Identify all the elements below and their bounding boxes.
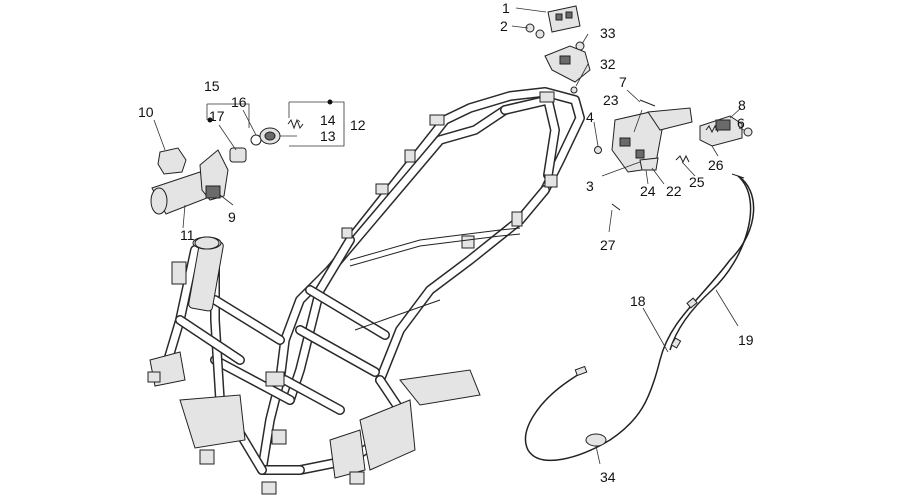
callout-25: 25	[689, 174, 705, 190]
callout-9: 9	[228, 209, 236, 225]
callout-12: 12	[350, 117, 366, 133]
saddle-lock-mechanism	[594, 99, 753, 211]
callout-33: 33	[600, 25, 616, 41]
callout-24: 24	[640, 183, 656, 199]
callout-10: 10	[138, 104, 154, 120]
callout-labels: 1 2 3 4 6 7 8 9 10 11 12 13 14 15 16 17 …	[138, 0, 754, 485]
callout-18: 18	[630, 293, 646, 309]
callout-13: 13	[320, 128, 336, 144]
callout-15: 15	[204, 78, 220, 94]
callout-1: 1	[502, 0, 510, 16]
callout-23: 23	[603, 92, 619, 108]
seat-lock-parts	[525, 5, 591, 94]
scooter-frame	[147, 87, 585, 495]
callout-22: 22	[666, 183, 682, 199]
callout-2: 2	[500, 18, 508, 34]
callout-16: 16	[231, 94, 247, 110]
callout-6: 6	[737, 115, 745, 131]
callout-4: 4	[586, 109, 594, 125]
callout-19: 19	[738, 332, 754, 348]
callout-26: 26	[708, 157, 724, 173]
callout-8: 8	[738, 97, 746, 113]
callout-17: 17	[209, 108, 225, 124]
callout-7: 7	[619, 74, 627, 90]
callout-27: 27	[600, 237, 616, 253]
callout-leaders	[153, 7, 745, 465]
callout-32: 32	[600, 56, 616, 72]
callout-14: 14	[320, 112, 336, 128]
callout-11: 11	[180, 227, 195, 243]
callout-34: 34	[600, 469, 616, 485]
steering-lock-group	[150, 99, 345, 250]
callout-3: 3	[586, 178, 594, 194]
release-cables	[524, 173, 755, 462]
